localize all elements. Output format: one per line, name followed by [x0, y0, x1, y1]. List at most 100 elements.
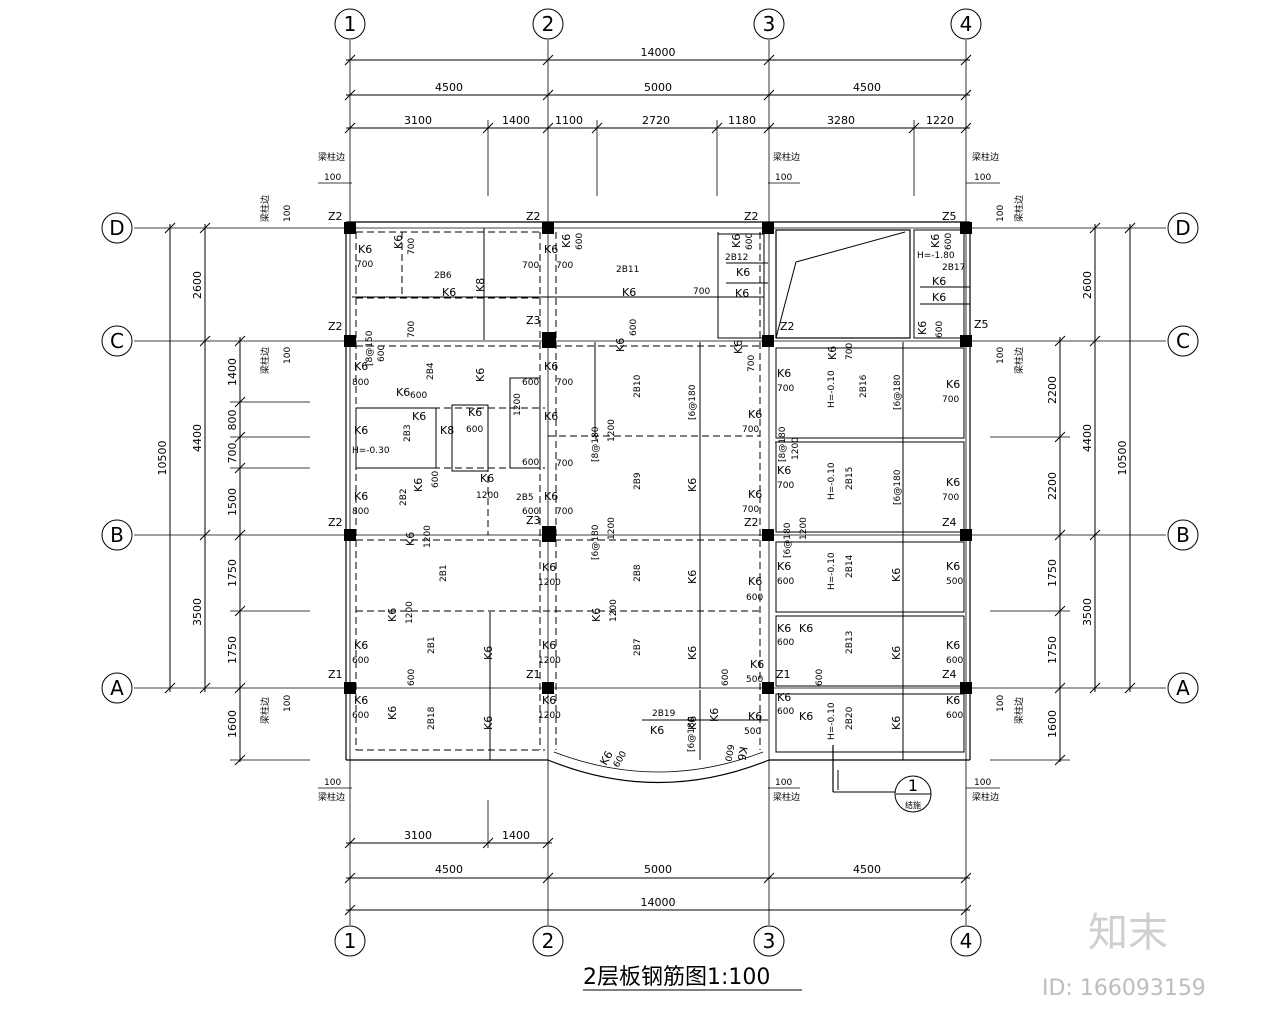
- rebar-label: [8@150: [365, 330, 375, 366]
- column-label-b2: Z3: [526, 514, 541, 527]
- dim-bottom-bay-2: 5000: [644, 863, 672, 876]
- rebar-label: 1200: [609, 599, 619, 622]
- rebar-label: 1200: [513, 393, 523, 416]
- column-label-a1: Z1: [328, 668, 343, 681]
- edge-offset-left-a: 100: [283, 695, 293, 712]
- rebar-label: 700: [777, 384, 794, 394]
- axis-bubble-bottom-3: 3: [753, 925, 785, 957]
- svg-text:4: 4: [960, 929, 973, 953]
- rebar-label: K6: [929, 234, 942, 248]
- rebar-label: 700: [522, 261, 539, 271]
- rebar-label: 1200: [791, 437, 801, 460]
- rebar-label: K6: [890, 568, 903, 582]
- edge-note-top-4: 梁柱边: [972, 151, 999, 163]
- rebar-label: 600: [612, 749, 629, 769]
- dim-right-bay-3: 3500: [1081, 598, 1094, 626]
- rebar-label: K6: [404, 532, 417, 546]
- rebar-label: 600: [777, 638, 794, 648]
- axis-bubble-left-a: A: [101, 672, 133, 704]
- rebar-label: K6: [777, 622, 791, 635]
- rebar-label: 600: [946, 656, 963, 666]
- rebar-label: K6: [597, 749, 615, 768]
- slab-label: 2B7: [633, 638, 643, 656]
- rebar-label: K6: [354, 490, 368, 503]
- axis-bubble-left-c: C: [101, 325, 133, 357]
- rebar-label: K6: [686, 646, 699, 660]
- rebar-label: 700: [693, 287, 710, 297]
- axis-bubble-left-b: B: [101, 519, 133, 551]
- rebar-label: K6: [474, 368, 487, 382]
- column-label-a2: Z1: [526, 668, 541, 681]
- svg-text:B: B: [1176, 523, 1190, 547]
- rebar-label: [6@180: [893, 374, 903, 410]
- column-label-c4: Z5: [974, 318, 989, 331]
- slab-label: 2B3: [403, 424, 413, 442]
- dim-right-total: 10500: [1116, 441, 1129, 476]
- rebar-label: 600: [777, 577, 794, 587]
- rebar-label: K6: [468, 406, 482, 419]
- svg-text:D: D: [1175, 216, 1190, 240]
- rebar-label: 600: [815, 669, 825, 686]
- rebar-label: [6@180: [688, 384, 698, 420]
- dim-top-bay-2: 5000: [644, 81, 672, 94]
- rebar-label: 700: [556, 261, 573, 271]
- svg-text:1: 1: [344, 12, 357, 36]
- dim-top-detail-2: 1400: [502, 114, 530, 127]
- slab-label: 2B18: [427, 706, 437, 730]
- rebar-label: 600: [522, 458, 539, 468]
- rebar-label: K6: [544, 490, 558, 503]
- rebar-label: 600: [944, 233, 954, 250]
- right-dimension-lines: [990, 222, 1136, 766]
- dim-left-detail-7: 1600: [226, 710, 239, 738]
- rebar-label: 1200: [607, 517, 617, 540]
- rebar-label: 500: [744, 727, 761, 737]
- svg-text:C: C: [110, 329, 124, 353]
- rebar-label: 600: [377, 345, 387, 362]
- dim-top-detail-6: 3280: [827, 114, 855, 127]
- slab-label: 2B2: [399, 488, 409, 506]
- rebar-label: 600: [946, 711, 963, 721]
- rebar-label: K6: [946, 639, 960, 652]
- rebar-label: K6: [650, 724, 664, 737]
- slab-label: 2B14: [845, 554, 855, 578]
- edge-offset-bottom-1: 100: [324, 778, 341, 788]
- dim-bottom-total: 14000: [641, 896, 676, 909]
- slab-label: 2B6: [434, 271, 452, 281]
- svg-text:2: 2: [542, 929, 555, 953]
- edge-offset-right-a: 100: [996, 695, 1006, 712]
- rebar-label: 700: [942, 493, 959, 503]
- dim-top-detail-4: 2720: [642, 114, 670, 127]
- rebar-label: K6: [890, 646, 903, 660]
- rebar-label: K6: [354, 694, 368, 707]
- edge-offset-top-4: 100: [974, 173, 991, 183]
- rebar-label: K6: [799, 622, 813, 635]
- rebar-label: K6: [777, 367, 791, 380]
- slab-label: 2B8: [633, 564, 643, 582]
- edge-offset-bottom-4: 100: [974, 778, 991, 788]
- rebar-label: K6: [748, 575, 762, 588]
- column-label-b3: Z2: [744, 516, 759, 529]
- rebar-label: 1200: [538, 711, 561, 721]
- rebar-label: K6: [412, 478, 425, 492]
- rebar-label: K6: [622, 286, 636, 299]
- slab-label: 2B13: [845, 631, 855, 654]
- slab-label: 2B1: [427, 636, 437, 654]
- rebar-annotations: K6 700 K6 700 K6 K8 700 K6 K6 600 700 K6…: [352, 233, 963, 770]
- svg-text:C: C: [1176, 329, 1190, 353]
- rebar-label: 700: [845, 343, 855, 360]
- column-label-a3: Z1: [776, 668, 791, 681]
- rebar-label: K6: [732, 340, 745, 354]
- column-label-b1: Z2: [328, 516, 343, 529]
- dim-bottom-bay-3: 4500: [853, 863, 881, 876]
- dim-left-total: 10500: [156, 441, 169, 476]
- rebar-label: 600: [522, 378, 539, 388]
- rebar-label: K6: [736, 266, 750, 279]
- svg-text:D: D: [109, 216, 124, 240]
- slab-label: 2B4: [426, 362, 436, 380]
- edge-note-left-a: 梁柱边: [259, 697, 271, 724]
- edge-note-bottom-1: 梁柱边: [318, 791, 345, 803]
- rebar-label: K6: [916, 321, 929, 335]
- rebar-label: K6: [735, 745, 750, 761]
- slab-label: 2B5: [516, 493, 534, 503]
- rebar-label: K6: [542, 639, 556, 652]
